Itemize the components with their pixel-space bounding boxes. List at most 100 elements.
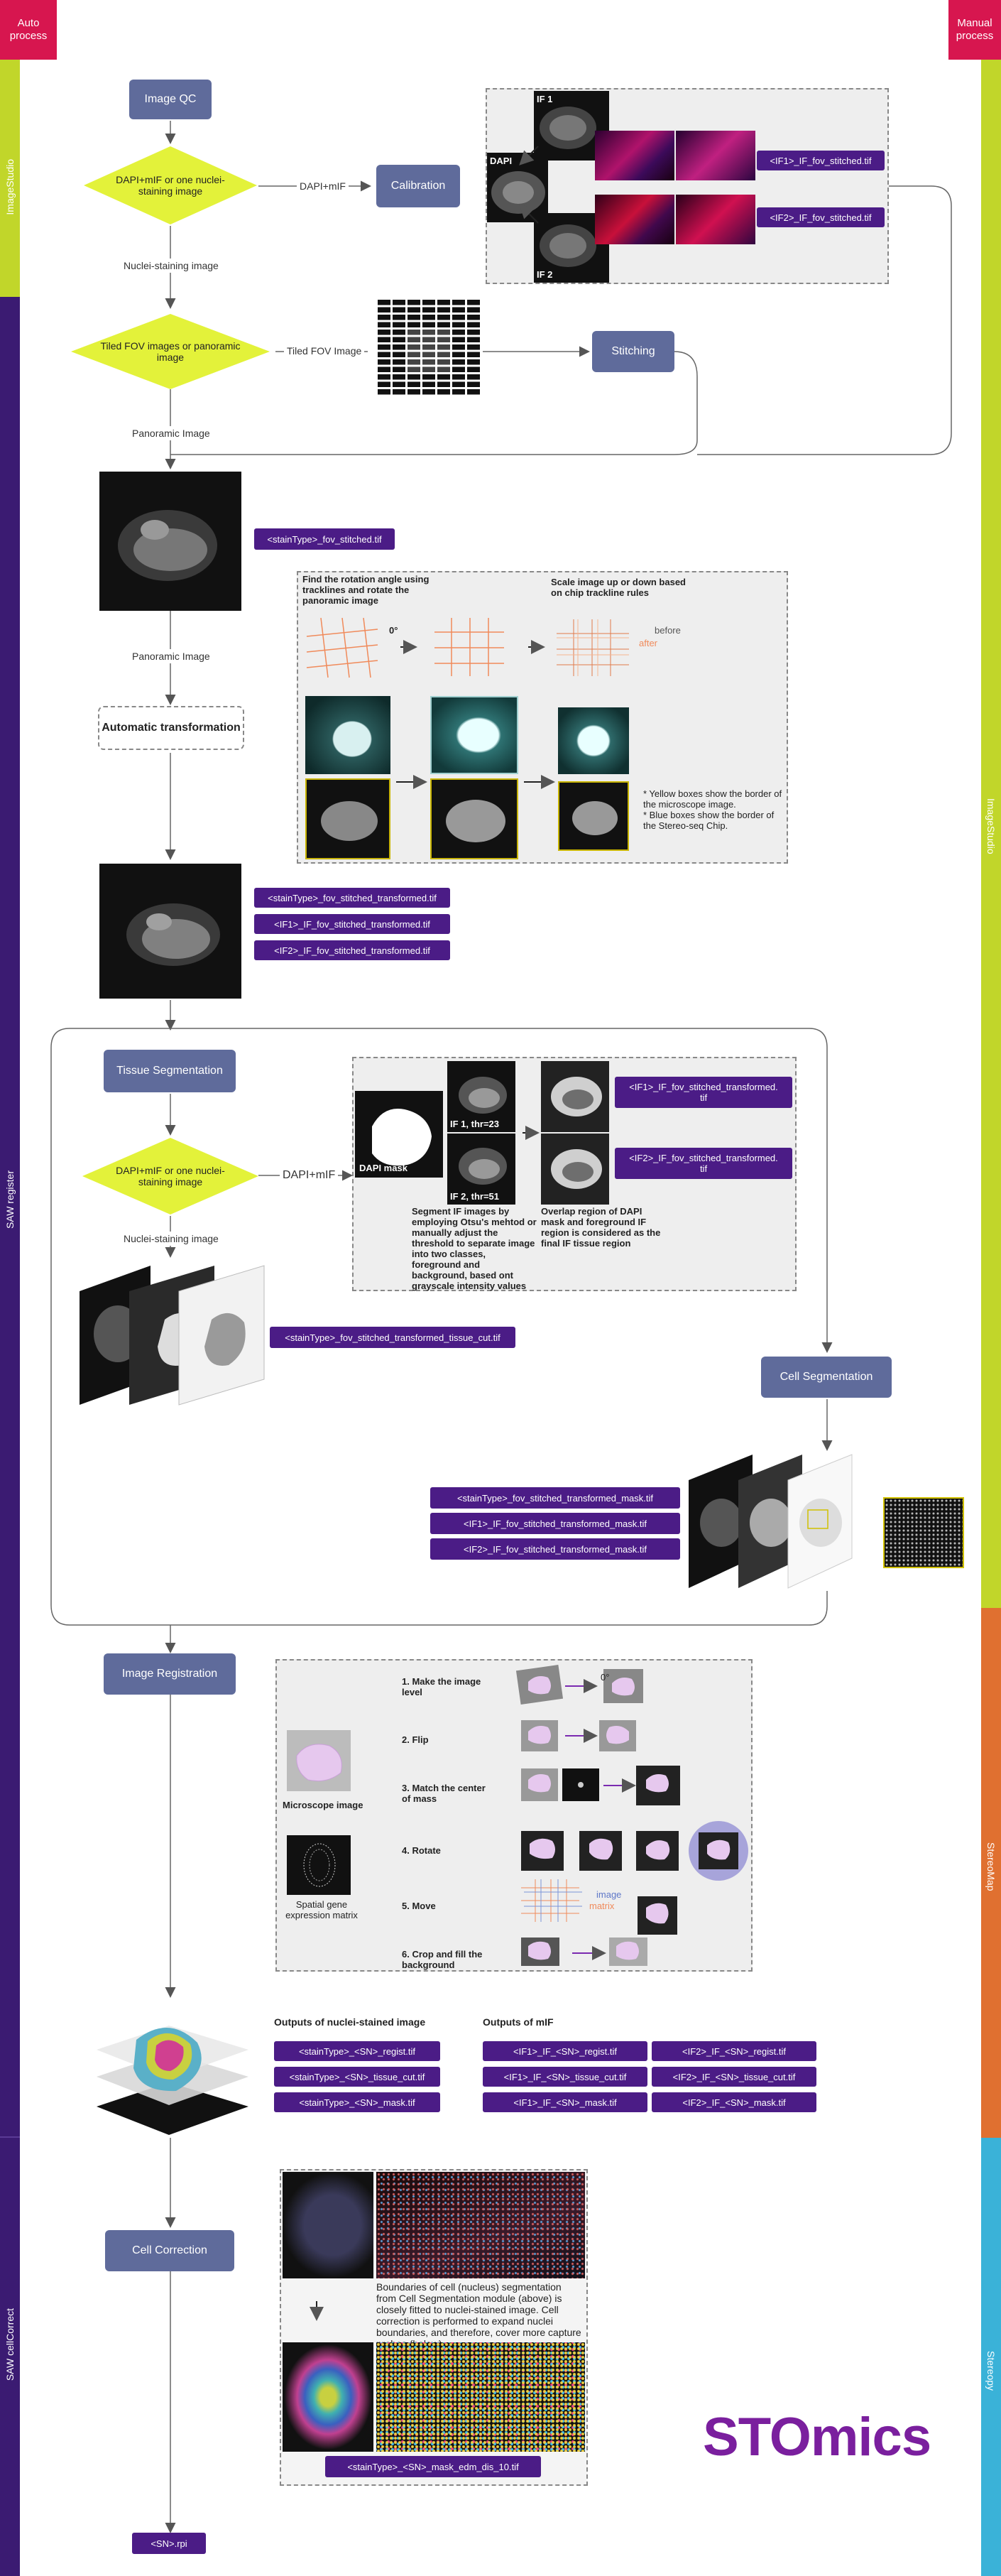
fov-tile	[422, 315, 435, 320]
fov-tile	[378, 359, 390, 365]
fov-tile	[422, 381, 435, 387]
registration-steps-graphic	[515, 1665, 748, 1966]
if2-thr-label: IF 2, thr=51	[450, 1191, 499, 1202]
fov-tile	[437, 374, 450, 380]
microscope-image-label: Microscope image	[283, 1800, 363, 1810]
automatic-transformation-step[interactable]: Automatic transformation	[98, 706, 244, 750]
fov-tile	[378, 381, 390, 387]
sidebar-label: ImageStudio	[4, 159, 16, 215]
fov-tile	[393, 381, 405, 387]
fov-tile	[452, 352, 465, 357]
if2-image: IF 2	[534, 213, 609, 283]
decision-text: DAPI+mIF or one nuclei-staining image	[116, 174, 225, 197]
fov-tile	[452, 344, 465, 350]
sidebar-saw-cellcorrect: SAW cellCorrect	[0, 2136, 20, 2576]
if1-overlay-image	[595, 131, 674, 180]
angle-label: 0°	[389, 625, 398, 636]
edge-label-nuclei-image: Nuclei-staining image	[122, 259, 220, 273]
cell-correction-step[interactable]: Cell Correction	[105, 2230, 234, 2271]
image-registration-step[interactable]: Image Registration	[104, 1653, 236, 1695]
note-blue: * Blue boxes show the border of the Ster…	[643, 810, 775, 831]
transform-image-gray	[430, 778, 518, 859]
if1-thr-label: IF 1, thr=23	[450, 1119, 499, 1129]
sidebar-stereomap: StereoMap	[981, 1608, 1001, 2138]
fov-tile	[393, 366, 405, 372]
fov-tile	[378, 374, 390, 380]
edge-label-nuclei-image: Nuclei-staining image	[122, 1232, 220, 1246]
tissue-segmentation-step[interactable]: Tissue Segmentation	[104, 1050, 236, 1092]
fov-tile	[378, 307, 390, 313]
trackline-level	[434, 618, 504, 676]
cell-seg-zoom	[376, 2172, 585, 2278]
sidebar-imagestudio-right: ImageStudio	[981, 60, 1001, 1608]
fov-tile	[378, 300, 390, 305]
fov-tile	[378, 315, 390, 320]
dapi-mask-image: DAPI mask	[355, 1091, 443, 1178]
reg-step-4: 4. Rotate	[402, 1845, 441, 1856]
stitching-step[interactable]: Stitching	[592, 331, 674, 372]
dapi-image: DAPI	[487, 153, 548, 222]
fov-tile	[452, 374, 465, 380]
fov-tile	[407, 330, 420, 335]
fov-tile	[378, 322, 390, 327]
cell-mask-zoom	[883, 1497, 964, 1568]
reg-step-5: 5. Move	[402, 1901, 436, 1911]
microscope-image	[287, 1730, 351, 1791]
decision-tiled-fov: Tiled FOV images or panoramic image	[70, 313, 271, 391]
fov-tile	[407, 374, 420, 380]
fov-tile	[452, 307, 465, 313]
outputs-nuclei-title: Outputs of nuclei-stained image	[274, 2016, 426, 2028]
fov-tile	[407, 381, 420, 387]
after-label: after	[639, 638, 658, 648]
fov-tile	[393, 337, 405, 342]
image-qc-step[interactable]: Image QC	[129, 80, 212, 119]
fov-tile	[467, 344, 480, 350]
tiled-fov-grid	[378, 300, 480, 395]
edge-label-panoramic: Panoramic Image	[131, 649, 212, 663]
cell-correction-arrow	[310, 2301, 324, 2321]
fov-tile	[407, 352, 420, 357]
if2-tissue-region	[541, 1134, 609, 1205]
if1-overlay-image	[676, 131, 755, 180]
fov-tile	[407, 344, 420, 350]
reg-matrix-label: matrix	[589, 1901, 615, 1911]
transform-image-teal	[558, 707, 629, 774]
dapi-mask-label: DAPI mask	[359, 1163, 407, 1173]
fov-tile	[393, 300, 405, 305]
fov-tile	[407, 337, 420, 342]
fov-tile	[393, 307, 405, 313]
fov-tile	[437, 307, 450, 313]
cell-correct-overview	[283, 2342, 373, 2452]
segment-text: Segment IF images by employing Otsu's me…	[412, 1206, 537, 1291]
file-if2-tissue-cut: <IF2>_IF_<SN>_tissue_cut.tif	[652, 2067, 816, 2087]
edge-label-panoramic: Panoramic Image	[131, 426, 212, 440]
transform-image-gray	[558, 781, 629, 851]
cell-segmentation-step[interactable]: Cell Segmentation	[761, 1357, 892, 1398]
fov-tile	[437, 300, 450, 305]
fov-tile	[378, 366, 390, 372]
file-if1-regist: <IF1>_IF_<SN>_regist.tif	[483, 2041, 647, 2061]
fov-tile	[407, 389, 420, 395]
calibration-step[interactable]: Calibration	[376, 165, 460, 207]
file-if2-transformed-seg: <IF2>_IF_fov_stitched_transformed. tif	[615, 1148, 792, 1179]
fov-tile	[467, 322, 480, 327]
sidebar-label: SAW cellCorrect	[4, 2308, 16, 2381]
fov-tile	[437, 366, 450, 372]
fov-tile	[407, 307, 420, 313]
fov-tile	[393, 389, 405, 395]
fov-tile	[407, 322, 420, 327]
file-if1-mask: <IF1>_IF_fov_stitched_transformed_mask.t…	[430, 1513, 680, 1534]
reg-image-label: image	[596, 1889, 622, 1900]
find-rotation-text: Find the rotation angle using tracklines…	[302, 574, 430, 606]
file-fov-stitched: <stainType>_fov_stitched.tif	[254, 528, 395, 550]
fov-tile	[467, 381, 480, 387]
fov-tile	[467, 366, 480, 372]
decision-text: Tiled FOV images or panoramic image	[100, 340, 241, 363]
if2-threshold-image: IF 2, thr=51	[447, 1134, 515, 1205]
fov-tile	[393, 315, 405, 320]
fov-tile	[422, 359, 435, 365]
fov-tile	[467, 352, 480, 357]
file-if2-stitched: <IF2>_IF_fov_stitched.tif	[757, 207, 885, 227]
fov-tile	[452, 300, 465, 305]
fov-tile	[452, 322, 465, 327]
